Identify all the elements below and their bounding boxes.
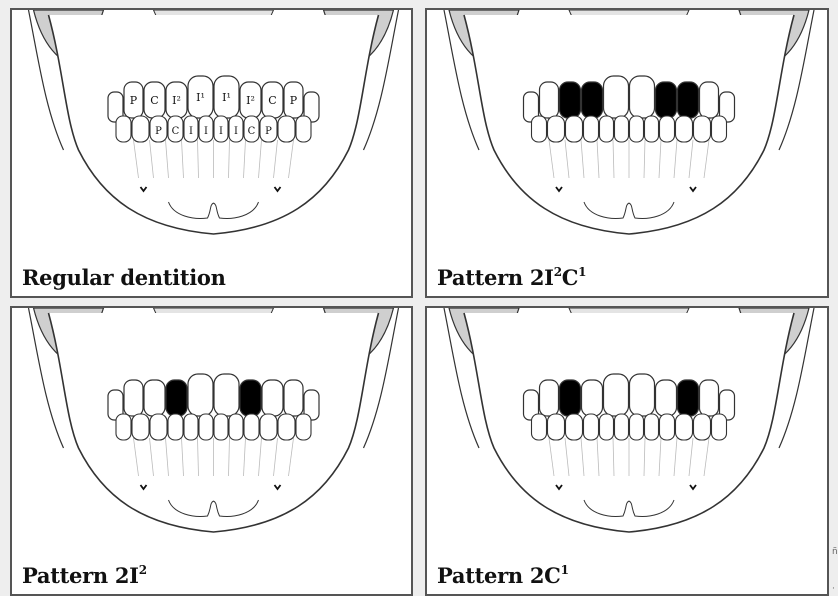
upper-left-premolar [284, 380, 303, 416]
lower-tooth-label: I [219, 126, 223, 137]
upper-right-canine [144, 380, 165, 416]
lower-tooth [660, 414, 675, 440]
lower-tooth [645, 414, 659, 440]
lower-tooth [584, 116, 599, 142]
lower-tooth [566, 116, 583, 142]
lower-tooth [584, 414, 599, 440]
lower-tooth [615, 414, 629, 440]
upper-right-lateral-incisor [582, 380, 603, 416]
upper-left-central-incisor [214, 374, 239, 416]
lower-tooth [184, 414, 198, 440]
lower-tooth-label: C [248, 126, 256, 137]
lower-tooth [244, 414, 259, 440]
lower-tooth [566, 414, 583, 440]
upper-right-lateral-incisor [582, 82, 603, 118]
upper-right-premolar [540, 380, 559, 416]
lower-tooth [694, 116, 711, 142]
lower-tooth [676, 116, 693, 142]
upper-tooth-label: I² [172, 94, 181, 107]
upper-tooth-label: C [268, 94, 276, 107]
lower-tooth [712, 116, 727, 142]
lower-tooth [676, 414, 693, 440]
lower-tooth-label: I [204, 126, 208, 137]
lower-tooth [132, 414, 149, 440]
upper-right-central-incisor [604, 374, 629, 416]
lower-tooth [600, 116, 614, 142]
panel-pattern-2i2c1: Pattern 2I2C1 [425, 8, 829, 298]
lower-tooth-label: P [155, 126, 162, 137]
lower-tooth [660, 116, 675, 142]
lower-tooth [630, 116, 644, 142]
upper-left-canine [262, 380, 283, 416]
lower-tooth [199, 414, 213, 440]
upper-tooth-label: C [150, 94, 158, 107]
upper-left-canine [678, 82, 699, 118]
lower-tooth [150, 414, 167, 440]
upper-left-central-incisor [630, 374, 655, 416]
lower-tooth [260, 414, 277, 440]
lower-tooth [132, 116, 149, 142]
lower-tooth [548, 414, 565, 440]
upper-tooth-label: P [130, 94, 138, 107]
lower-tooth [214, 414, 228, 440]
lower-tooth [278, 414, 295, 440]
lower-tooth [532, 414, 547, 440]
upper-tooth-label: I¹ [222, 91, 231, 104]
lower-tooth [116, 116, 131, 142]
skull-illustration [427, 308, 829, 596]
upper-right-lateral-incisor [166, 380, 187, 416]
panel-caption: Pattern 2I2 [22, 563, 147, 588]
upper-left-central-incisor [630, 76, 655, 118]
edge-mark: ñ [832, 547, 838, 557]
lower-tooth-label: I [189, 126, 193, 137]
upper-left-premolar [700, 82, 719, 118]
lower-tooth-label: C [172, 126, 180, 137]
upper-left-lateral-incisor [656, 82, 677, 118]
skull-illustration [12, 308, 413, 596]
upper-right-central-incisor [188, 374, 213, 416]
lower-tooth [532, 116, 547, 142]
lower-tooth [296, 414, 311, 440]
lower-tooth [694, 414, 711, 440]
lower-tooth [229, 414, 243, 440]
lower-tooth [630, 414, 644, 440]
upper-right-canine [560, 82, 581, 118]
upper-right-premolar [124, 380, 143, 416]
panel-caption: Pattern 2I2C1 [437, 265, 586, 290]
upper-right-central-incisor [604, 76, 629, 118]
upper-left-premolar [700, 380, 719, 416]
upper-left-canine [678, 380, 699, 416]
lower-tooth [116, 414, 131, 440]
upper-tooth-label: P [290, 94, 298, 107]
panel-caption: Pattern 2C1 [437, 563, 569, 588]
lower-tooth [296, 116, 311, 142]
panel-caption: Regular dentition [22, 265, 226, 290]
lower-tooth-label: P [265, 126, 272, 137]
skull-illustration [427, 10, 829, 298]
lower-tooth-label: I [234, 126, 238, 137]
lower-tooth [615, 116, 629, 142]
lower-tooth [168, 414, 183, 440]
lower-tooth [278, 116, 295, 142]
upper-left-lateral-incisor [240, 380, 261, 416]
upper-tooth-label: I¹ [196, 91, 205, 104]
lower-tooth [548, 116, 565, 142]
edge-mark: · [832, 584, 835, 594]
lower-tooth [712, 414, 727, 440]
upper-right-premolar [540, 82, 559, 118]
panel-pattern-2i2: Pattern 2I2 [10, 306, 413, 596]
upper-left-lateral-incisor [656, 380, 677, 416]
upper-right-canine [560, 380, 581, 416]
upper-tooth-label: I² [246, 94, 255, 107]
panel-pattern-2c1: Pattern 2C1 [425, 306, 829, 596]
lower-tooth [600, 414, 614, 440]
lower-tooth [645, 116, 659, 142]
